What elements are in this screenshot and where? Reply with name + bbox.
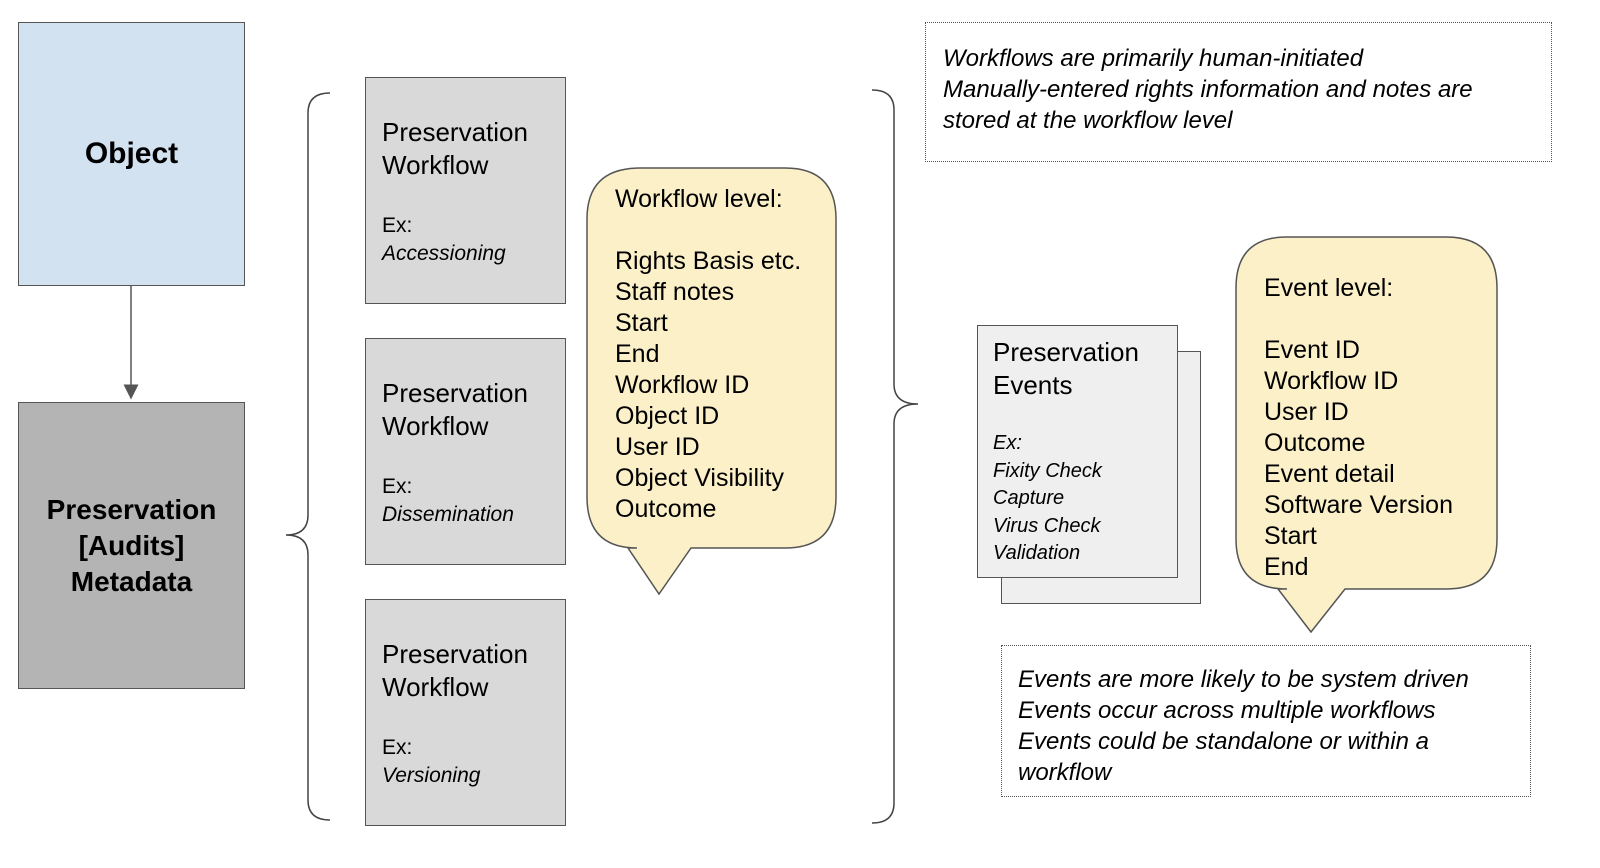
workflow-level-text: Workflow level: Rights Basis etc. Staff …	[615, 184, 830, 525]
workflow-level-item: Object ID	[615, 402, 720, 430]
event-level-item: Event detail	[1264, 460, 1395, 488]
workflow-level-item: Workflow ID	[615, 371, 750, 399]
workflow-level-item: Object Visibility	[615, 464, 785, 492]
metadata-label-line: [Audits]	[78, 529, 185, 561]
workflow-title-line: Workflow	[382, 411, 489, 441]
workflow-example: Versioning	[382, 764, 481, 787]
event-level-item: Outcome	[1264, 429, 1366, 457]
workflow-example: Accessioning	[382, 242, 506, 265]
workflow-note: Workflows are primarily human-initiated …	[925, 22, 1552, 162]
workflow-level-bubble	[586, 167, 837, 596]
workflow-example: Dissemination	[382, 503, 514, 526]
event-level-text: Event level: Event ID Workflow ID User I…	[1264, 273, 1484, 583]
workflow-ex-label: Ex:	[382, 736, 413, 759]
events-example: Fixity Check	[993, 459, 1102, 482]
workflow-level-item: Outcome	[615, 495, 717, 523]
workflow-level-item: User ID	[615, 433, 700, 461]
event-level-heading: Event level:	[1264, 274, 1394, 302]
workflow-ex-label: Ex:	[382, 214, 413, 237]
event-level-item: Workflow ID	[1264, 367, 1399, 395]
workflow-title-line: Preservation	[382, 117, 528, 147]
workflow-title-line: Workflow	[382, 150, 489, 180]
events-example: Validation	[993, 542, 1081, 564]
workflow-title-line: Preservation	[382, 378, 528, 408]
events-note: Events are more likely to be system driv…	[1001, 645, 1531, 797]
note-line: Events could be standalone or within a	[1018, 728, 1429, 755]
event-level-item: End	[1264, 553, 1309, 581]
workflow-level-item: Staff notes	[615, 278, 735, 306]
metadata-label-line: Preservation	[46, 493, 217, 525]
events-title-line: Events	[993, 370, 1073, 400]
note-line: stored at the workflow level	[943, 107, 1233, 134]
event-level-item: Start	[1264, 522, 1317, 550]
workflow-box-versioning: Preservation Workflow Ex: Versioning	[365, 599, 566, 826]
right-brace	[871, 89, 919, 824]
events-example: Virus Check	[993, 514, 1101, 537]
events-example: Capture	[993, 487, 1065, 509]
note-line: workflow	[1018, 759, 1112, 786]
note-line: Events are more likely to be system driv…	[1018, 666, 1469, 693]
note-line: Events occur across multiple workflows	[1018, 697, 1436, 724]
workflow-level-item: Rights Basis etc.	[615, 247, 802, 275]
events-title-line: Preservation	[993, 337, 1139, 367]
preservation-metadata-box: Preservation [Audits] Metadata	[18, 402, 245, 689]
preservation-events-box: Preservation Events Ex: Fixity Check Cap…	[977, 325, 1178, 578]
workflow-box-accessioning: Preservation Workflow Ex: Accessioning	[365, 77, 566, 304]
event-level-item: Event ID	[1264, 336, 1360, 364]
workflow-box-dissemination: Preservation Workflow Ex: Dissemination	[365, 338, 566, 565]
event-level-bubble	[1235, 236, 1498, 634]
left-brace	[285, 92, 331, 821]
workflow-level-heading: Workflow level:	[615, 185, 783, 213]
metadata-label-line: Metadata	[70, 565, 193, 597]
events-ex-label: Ex:	[993, 432, 1022, 454]
object-box: Object	[18, 22, 245, 286]
note-line: Workflows are primarily human-initiated	[943, 45, 1364, 72]
workflow-ex-label: Ex:	[382, 475, 413, 498]
event-level-item: Software Version	[1264, 491, 1453, 519]
workflow-level-item: Start	[615, 309, 668, 337]
workflow-level-item: End	[615, 340, 660, 368]
workflow-title-line: Preservation	[382, 639, 528, 669]
object-label: Object	[84, 137, 179, 170]
note-line: Manually-entered rights information and …	[943, 76, 1473, 103]
event-level-item: User ID	[1264, 398, 1349, 426]
workflow-title-line: Workflow	[382, 672, 489, 702]
